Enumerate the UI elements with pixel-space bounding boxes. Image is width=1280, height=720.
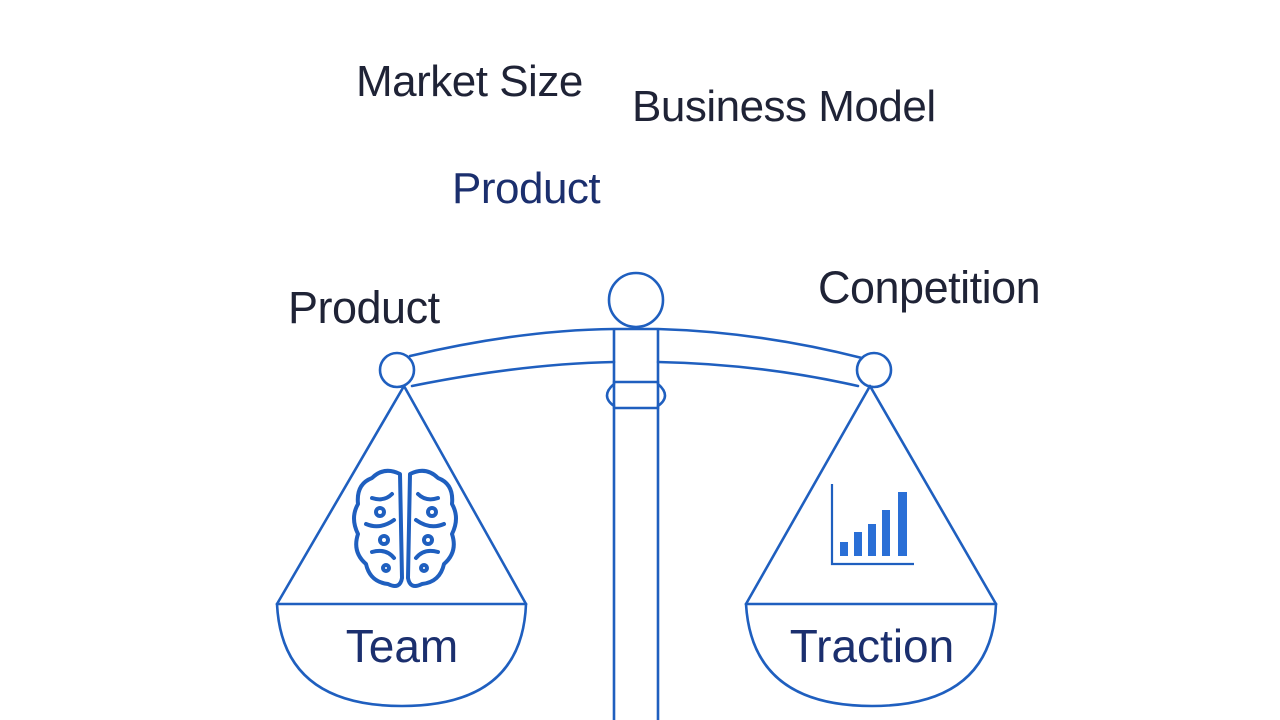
label-business-model: Business Model xyxy=(632,82,936,131)
right-pan xyxy=(744,384,998,708)
left-pan-label: Team xyxy=(346,620,458,672)
bar-chart-icon xyxy=(830,484,914,566)
label-product-top: Product xyxy=(452,164,601,213)
label-competition: Conpetition xyxy=(818,262,1041,313)
brain-icon xyxy=(352,468,458,588)
right-pan-label: Traction xyxy=(790,620,954,672)
scale-beam xyxy=(378,327,893,389)
left-pan xyxy=(275,384,528,708)
label-market-size: Market Size xyxy=(356,57,583,106)
scale-post xyxy=(605,271,667,720)
label-product-left: Product xyxy=(288,282,440,333)
